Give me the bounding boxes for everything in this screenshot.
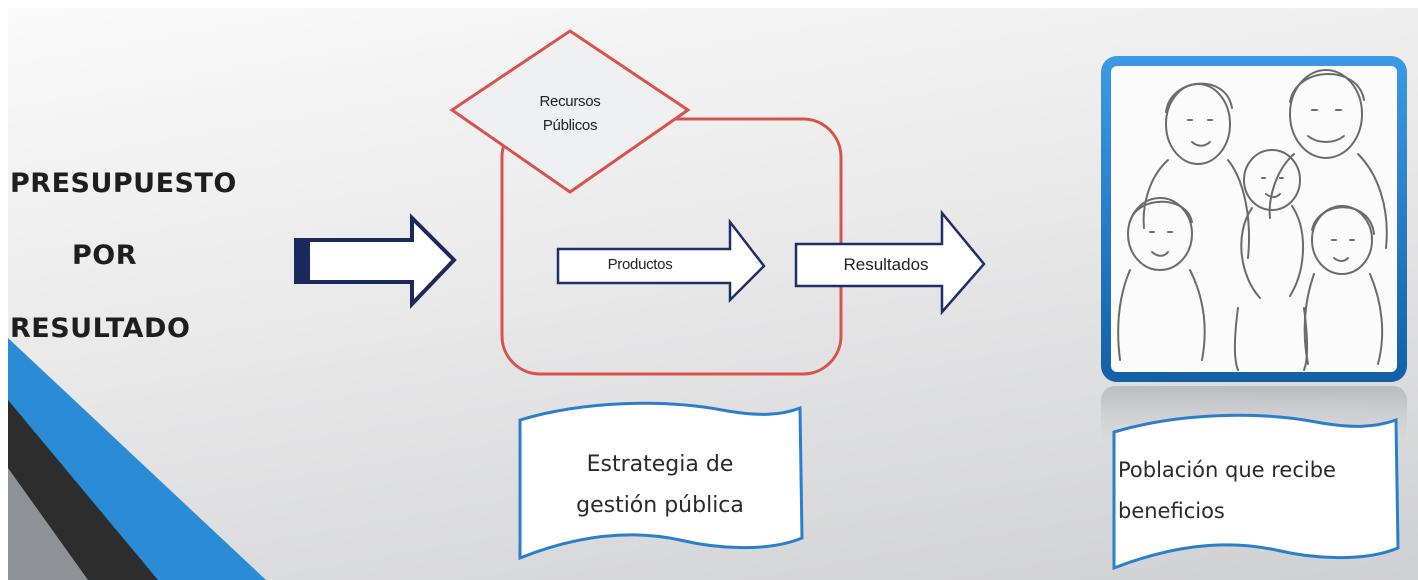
resources-label-line1: Recursos bbox=[539, 93, 601, 110]
products-arrow bbox=[556, 218, 766, 304]
resources-label-line2: Públicos bbox=[542, 117, 598, 134]
population-banner bbox=[1112, 413, 1400, 571]
strategy-banner-text: Estrategia de gestión pública bbox=[520, 444, 800, 526]
resources-diamond bbox=[449, 29, 691, 194]
population-image bbox=[1101, 56, 1407, 446]
population-line2: beneficios bbox=[1118, 499, 1225, 523]
results-label: Resultados bbox=[843, 255, 929, 274]
title-line-por: POR bbox=[72, 240, 138, 271]
corner-stripe-grey bbox=[8, 468, 88, 580]
strategy-line1: Estrategia de bbox=[586, 452, 734, 477]
slide: PRESUPUESTO POR RESULTADO Recursos Públi… bbox=[8, 8, 1418, 580]
input-arrow bbox=[294, 213, 457, 309]
products-label: Productos bbox=[607, 256, 673, 273]
slide-graphics bbox=[8, 29, 1407, 580]
population-line1: Población que recibe bbox=[1118, 458, 1336, 482]
title-line-resultado: RESULTADO bbox=[10, 313, 191, 344]
results-arrow bbox=[794, 209, 986, 316]
population-banner-text: Población que recibe beneficios bbox=[1118, 450, 1398, 532]
strategy-line2: gestión pública bbox=[576, 493, 744, 518]
resources-label: Recursos Públicos bbox=[520, 90, 620, 138]
strategy-banner bbox=[518, 401, 804, 561]
title-line-presupuesto: PRESUPUESTO bbox=[10, 168, 237, 199]
